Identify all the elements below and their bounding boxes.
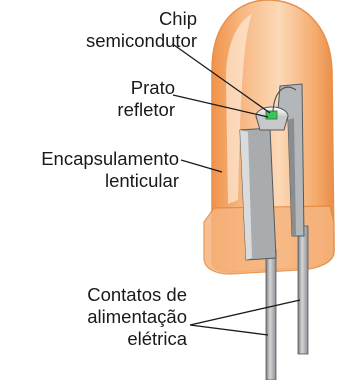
contacts-label-line1: Contatos de [87,284,187,306]
semiconductor-chip [266,111,277,119]
contacts-label-line3: elétrica [87,328,187,350]
reflector-label-line1: Prato [117,77,175,99]
lead-left [240,128,276,380]
chip-label-line2: semicondutor [86,30,197,52]
reflector-label-line2: refletor [117,99,175,121]
lens-label-line2: lenticular [41,170,179,192]
reflector-label: Prato refletor [117,77,175,121]
contacts-label-line2: alimentação [87,306,187,328]
lens-label: Encapsulamento lenticular [41,148,179,192]
lens-label-line1: Encapsulamento [41,148,179,170]
chip-label-line1: Chip [86,8,197,30]
chip-label: Chip semicondutor [86,8,197,52]
contacts-label: Contatos de alimentação elétrica [87,284,187,350]
